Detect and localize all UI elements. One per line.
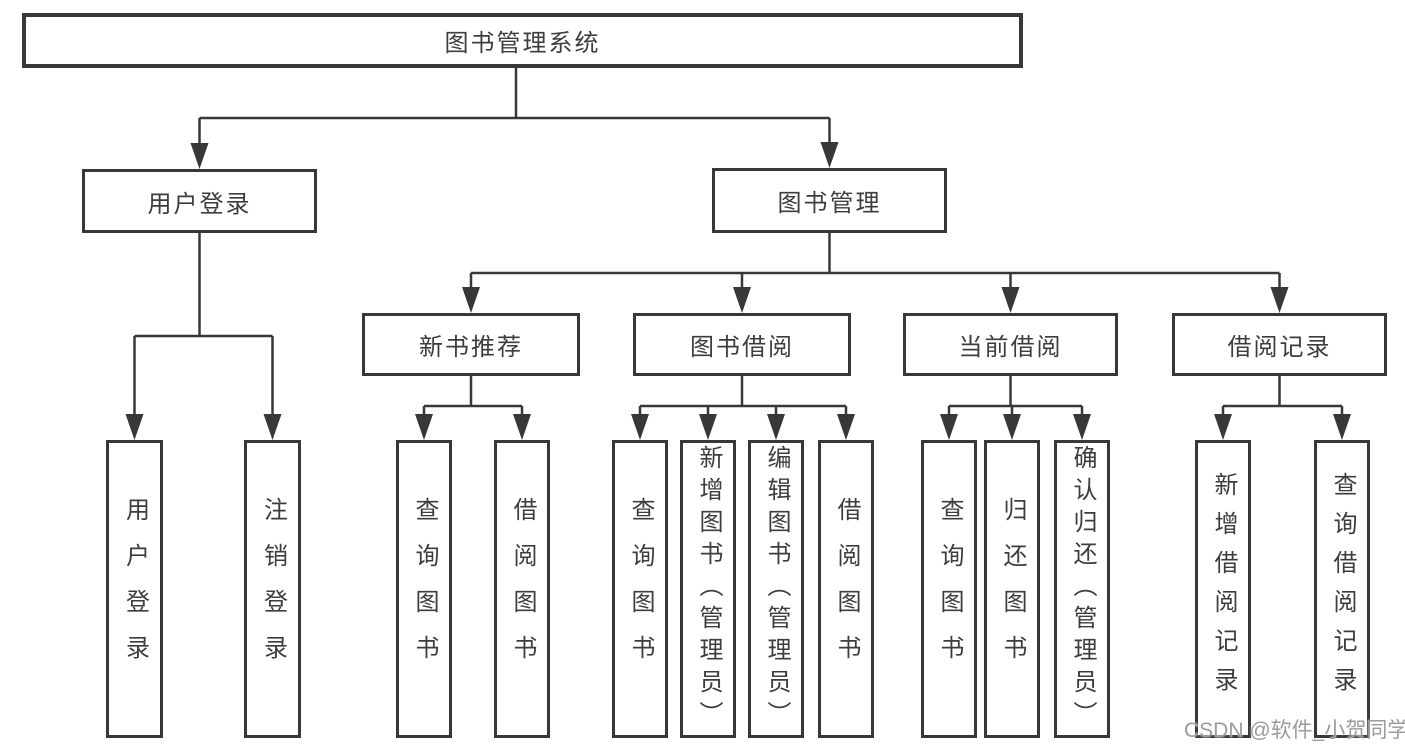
connector-user-login-to-leaves [133, 233, 274, 416]
node-root: 图书管理系统 [22, 13, 1023, 68]
node-label: 图书管理 [777, 190, 882, 217]
connector-book-management-to-level3 [469, 233, 1281, 289]
leaf-edit-book-admin: 编辑图书（管理员） [748, 440, 804, 738]
leaf-user-login: 用户登录 [106, 440, 163, 738]
node-label: 编辑图书（管理员） [763, 445, 790, 733]
leaf-add-borrow-record: 新增借阅记录 [1195, 440, 1251, 738]
leaf-return-book: 归还图书 [984, 440, 1040, 738]
leaf-query-borrow-record: 查询借阅记录 [1314, 440, 1370, 738]
node-label: 查询图书 [627, 497, 654, 681]
node-label: 用户登录 [147, 190, 252, 218]
arrowheads-level3 [462, 287, 1289, 313]
node-label: 查询图书 [936, 497, 963, 681]
arrowheads-leaves [125, 414, 1351, 440]
arrowheads-level2 [190, 142, 839, 169]
leaf-confirm-return-admin: 确认归还（管理员） [1054, 440, 1110, 738]
node-label: 查询借阅记录 [1329, 472, 1356, 706]
node-label: 当前借阅 [958, 334, 1063, 361]
leaf-borrow-books-recommend: 借阅图书 [494, 440, 550, 738]
connector-current-borrow-to-leaves [947, 376, 1084, 416]
node-book-borrow: 图书借阅 [633, 313, 851, 376]
connector-book-borrow-to-leaves [638, 376, 848, 416]
node-label: 新增图书（管理员） [695, 445, 722, 733]
node-new-book-recommend: 新书推荐 [362, 313, 580, 376]
node-label: 图书管理系统 [444, 30, 601, 57]
leaf-query-books-recommend: 查询图书 [396, 440, 452, 738]
connector-new-book-recommend-to-leaves [422, 376, 524, 416]
node-label: 新增借阅记录 [1210, 472, 1237, 706]
node-label: 确认归还（管理员） [1069, 445, 1096, 733]
node-label: 注销登录 [259, 497, 287, 681]
node-user-login: 用户登录 [82, 169, 317, 233]
watermark: CSDN @软件_小贺同学 [1184, 719, 1405, 742]
node-label: 查询图书 [411, 497, 438, 681]
node-current-borrow: 当前借阅 [903, 313, 1118, 376]
node-borrow-records: 借阅记录 [1172, 313, 1387, 376]
leaf-query-books-borrow: 查询图书 [612, 440, 668, 738]
node-label: 借阅图书 [833, 497, 860, 681]
leaf-borrow-books: 借阅图书 [818, 440, 874, 738]
leaf-query-books-current: 查询图书 [921, 440, 977, 738]
node-label: 借阅图书 [509, 497, 536, 681]
node-label: 借阅记录 [1227, 334, 1332, 361]
leaf-logout: 注销登录 [244, 440, 301, 738]
node-label: 新书推荐 [419, 334, 523, 361]
connector-root-to-level2 [198, 68, 831, 145]
node-label: 图书借阅 [690, 334, 794, 361]
node-label: 用户登录 [121, 497, 149, 681]
node-label: 归还图书 [999, 497, 1026, 681]
connector-borrow-records-to-leaves [1221, 376, 1344, 416]
node-book-management: 图书管理 [712, 168, 947, 233]
leaf-add-book-admin: 新增图书（管理员） [680, 440, 736, 738]
